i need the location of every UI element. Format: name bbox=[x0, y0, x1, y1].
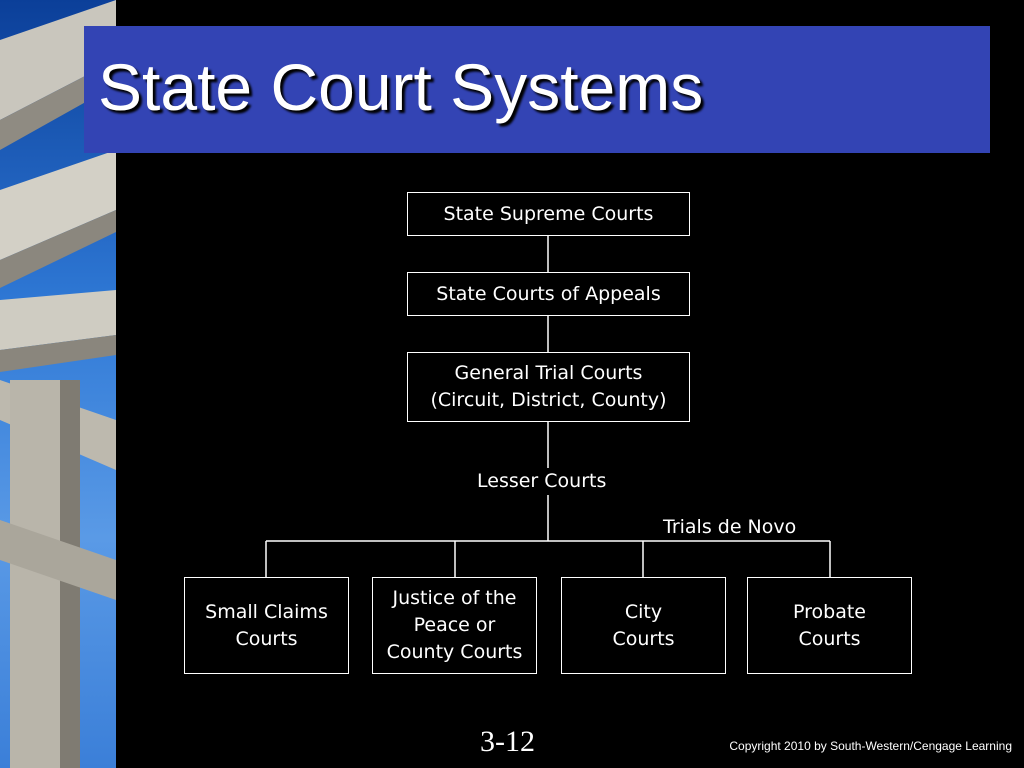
node-line: City bbox=[624, 600, 663, 623]
node-line: State Supreme Courts bbox=[443, 202, 654, 225]
node-text: State Courts of Appeals bbox=[436, 281, 660, 308]
node-line: General Trial Courts bbox=[454, 362, 643, 384]
node-general-trial-courts: General Trial Courts (Circuit, District, … bbox=[407, 352, 690, 422]
node-line: Courts bbox=[612, 627, 675, 650]
node-line: Courts bbox=[798, 627, 861, 650]
label-trials-de-novo: Trials de Novo bbox=[663, 516, 797, 538]
node-state-courts-of-appeals: State Courts of Appeals bbox=[407, 272, 690, 316]
label-lesser-courts: Lesser Courts bbox=[477, 470, 607, 492]
node-line: County Courts bbox=[386, 641, 523, 663]
page-number: 3-12 bbox=[480, 725, 535, 758]
title-bar bbox=[84, 26, 990, 153]
node-text: General Trial Courts (Circuit, District, … bbox=[430, 360, 666, 414]
node-line: Small Claims bbox=[205, 600, 328, 623]
node-line: Probate bbox=[793, 600, 866, 623]
node-line: State Courts of Appeals bbox=[436, 282, 661, 305]
slide-title: State Court Systems bbox=[98, 50, 704, 124]
node-text: State Supreme Courts bbox=[444, 201, 654, 228]
node-line: (Circuit, District, County) bbox=[430, 389, 667, 411]
node-state-supreme-courts: State Supreme Courts bbox=[407, 192, 690, 236]
node-line: Courts bbox=[235, 627, 298, 650]
node-line: Justice of the bbox=[392, 587, 517, 609]
copyright-notice: Copyright 2010 by South-Western/Cengage … bbox=[729, 739, 1012, 753]
node-line: Peace or bbox=[413, 614, 496, 636]
